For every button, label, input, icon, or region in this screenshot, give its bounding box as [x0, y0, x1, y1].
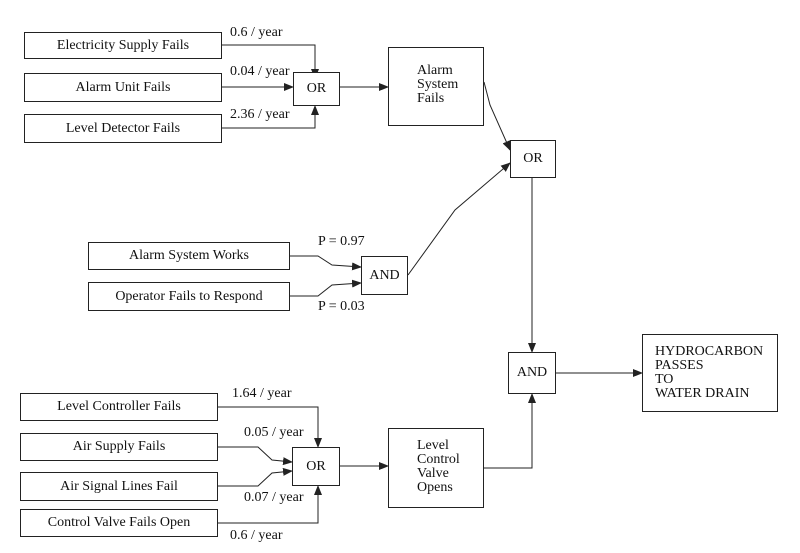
event-level-detector-fails: Level Detector Fails	[24, 114, 222, 143]
intermediate-valve-line-1: Level	[417, 438, 449, 453]
connector-operator	[290, 279, 362, 297]
top-event-line-4: WATER DRAIN	[655, 386, 750, 401]
top-event-line-1: HYDROCARBON	[655, 344, 764, 359]
event-alarm-system-works: Alarm System Works	[88, 242, 290, 270]
event-control-valve-fails-open: Control Valve Fails Open	[20, 509, 218, 537]
gate-or-valve: OR	[292, 447, 340, 486]
gate-or-alarm: OR	[293, 72, 340, 106]
connector-alarm-works	[290, 255, 362, 271]
gate-or-top: OR	[510, 140, 556, 178]
top-event-hydrocarbon: HYDROCARBON PASSES TO WATER DRAIN	[642, 334, 778, 412]
connector-valve-opens-out	[484, 393, 536, 469]
connector-control-valve	[218, 485, 322, 524]
rate-level-detector: 2.36 / year	[230, 107, 290, 122]
event-electricity-supply-fails: Electricity Supply Fails	[24, 32, 222, 59]
rate-control-valve: 0.6 / year	[230, 528, 283, 543]
event-operator-fails-to-respond: Operator Fails to Respond	[88, 282, 290, 311]
gate-and-final: AND	[508, 352, 556, 394]
event-air-signal-lines-fail: Air Signal Lines Fail	[20, 472, 218, 501]
intermediate-valve-line-2: Control	[417, 452, 460, 467]
gate-and-operator: AND	[361, 256, 408, 295]
connector-air-signal	[218, 467, 293, 487]
rate-air-supply: 0.05 / year	[244, 425, 304, 440]
connector-and-operator-out	[407, 162, 511, 276]
rate-operator: P = 0.03	[318, 299, 365, 314]
rate-alarm-unit: 0.04 / year	[230, 64, 290, 79]
intermediate-level-control-valve-opens: Level Control Valve Opens	[388, 428, 484, 508]
intermediate-valve-line-3: Valve	[417, 466, 449, 481]
top-event-line-2: PASSES	[655, 358, 704, 373]
event-alarm-unit-fails: Alarm Unit Fails	[24, 73, 222, 102]
intermediate-alarm-system-fails: Alarm System Fails	[388, 47, 484, 126]
connector-electricity	[222, 44, 319, 79]
intermediate-valve-line-4: Opens	[417, 480, 453, 495]
event-air-supply-fails: Air Supply Fails	[20, 433, 218, 461]
connector-alarm-fails-out	[483, 81, 511, 151]
rate-electricity: 0.6 / year	[230, 25, 283, 40]
rate-level-controller: 1.64 / year	[232, 386, 292, 401]
intermediate-alarm-line-2: System	[417, 77, 459, 92]
top-event-line-3: TO	[655, 372, 674, 387]
intermediate-alarm-line-1: Alarm	[417, 63, 453, 78]
rate-air-signal: 0.07 / year	[244, 490, 304, 505]
connector-level-controller	[218, 406, 322, 448]
event-level-controller-fails: Level Controller Fails	[20, 393, 218, 421]
rate-alarm-works: P = 0.97	[318, 234, 365, 249]
intermediate-alarm-line-3: Fails	[417, 91, 445, 106]
connector-air-supply	[218, 446, 293, 466]
connector-level-detector	[222, 105, 319, 129]
